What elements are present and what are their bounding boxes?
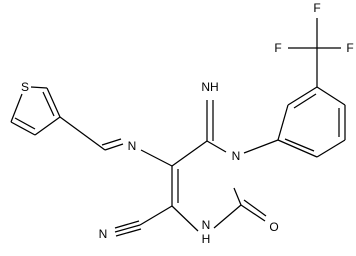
bond-ch-n-single <box>104 143 124 151</box>
bond-c2-n3 <box>213 204 242 229</box>
bond-c2-oxygen-double <box>243 199 267 217</box>
imine-linker <box>59 116 173 167</box>
thiophene-ring <box>10 86 61 136</box>
bond-nitrile-triple-1 <box>114 224 141 233</box>
bond-n3-c4 <box>171 205 199 232</box>
bond-n1-c2 <box>233 187 242 206</box>
bond-c3-c4 <box>34 116 61 136</box>
atom-label-f-right: F <box>346 41 353 55</box>
bond-n-c5 <box>140 149 173 167</box>
bond-c2-c3 <box>10 121 36 136</box>
bond-c2-oxygen-single <box>240 204 266 222</box>
phenyl-ring <box>243 86 346 158</box>
bond-c5-s <box>30 86 48 89</box>
atom-label-o-carbonyl: O <box>269 220 278 234</box>
bond-c4-c5 <box>46 87 61 118</box>
trifluoromethyl-group <box>288 18 341 87</box>
bond-ph-inner-3 <box>284 138 315 152</box>
bond-ph-c3-c4 <box>316 86 346 106</box>
bond-thiophene-ch <box>59 116 106 151</box>
atom-label-n-nitrile: N <box>99 227 108 241</box>
atom-label-n-ring: N <box>232 149 241 163</box>
atom-label-n-imine: N <box>128 139 137 153</box>
ring-substituents <box>114 100 267 237</box>
atom-label-s: S <box>21 80 29 94</box>
bond-s-c2 <box>10 93 23 123</box>
atom-label-n-nh: N <box>202 218 211 232</box>
atom-label-nh-imino: NH <box>201 80 218 94</box>
bond-c4-c5-double <box>42 91 55 117</box>
bond-c2-c3-double <box>14 117 36 130</box>
pyrimidine-ring <box>171 140 242 232</box>
bond-ph-c5-c6 <box>316 139 346 158</box>
bond-nitrile-triple-3 <box>115 228 142 237</box>
atom-label-h-nh: H <box>202 232 211 246</box>
bond-ph-inner-1 <box>293 93 317 109</box>
bond-ch-n-double <box>101 138 122 146</box>
bond-c6-n1 <box>206 140 227 153</box>
bond-ph-c6-c1 <box>277 139 318 158</box>
atom-label-f-left: F <box>274 41 281 55</box>
bond-ph-c2-c3 <box>287 86 318 106</box>
bond-ph-c1-c2 <box>277 104 289 141</box>
atom-label-f-top: F <box>313 1 320 15</box>
bond-n1-phenyl <box>243 139 279 154</box>
bond-c6-c5 <box>171 140 208 167</box>
bond-nitrile-triple-2 <box>114 220 140 229</box>
bond-c4-nitrile-carbon <box>139 205 173 226</box>
